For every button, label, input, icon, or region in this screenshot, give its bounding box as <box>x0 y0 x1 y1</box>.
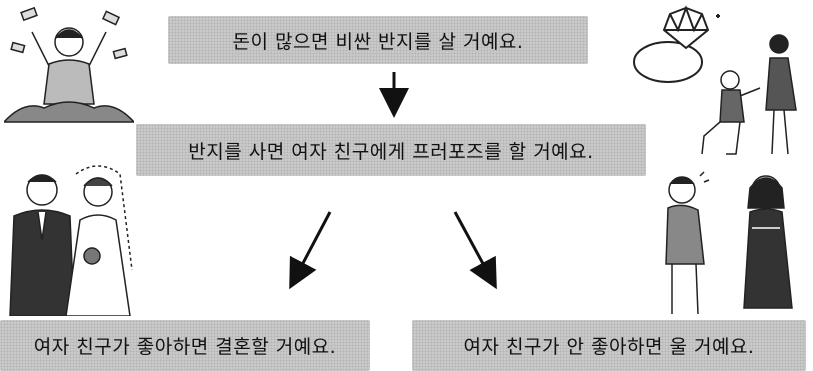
diamond-ring-icon <box>633 5 720 83</box>
wedding-couple-icon <box>9 165 133 316</box>
box-marry: 여자 친구가 좋아하면 결혼할 거예요. <box>0 320 370 371</box>
proposal-couple-icon <box>701 34 797 155</box>
sad-couple-icon <box>665 171 793 315</box>
arrow-down-left <box>289 211 332 290</box>
money-pile-man-icon <box>4 6 134 123</box>
box-propose: 반지를 사면 여자 친구에게 프러포즈를 할 거예요. <box>136 124 646 176</box>
arrow-down-right <box>453 211 497 290</box>
box-rich-buy-ring: 돈이 많으면 비싼 반지를 살 거예요. <box>168 16 588 64</box>
box-cry: 여자 친구가 안 좋아하면 울 거예요. <box>412 320 806 371</box>
